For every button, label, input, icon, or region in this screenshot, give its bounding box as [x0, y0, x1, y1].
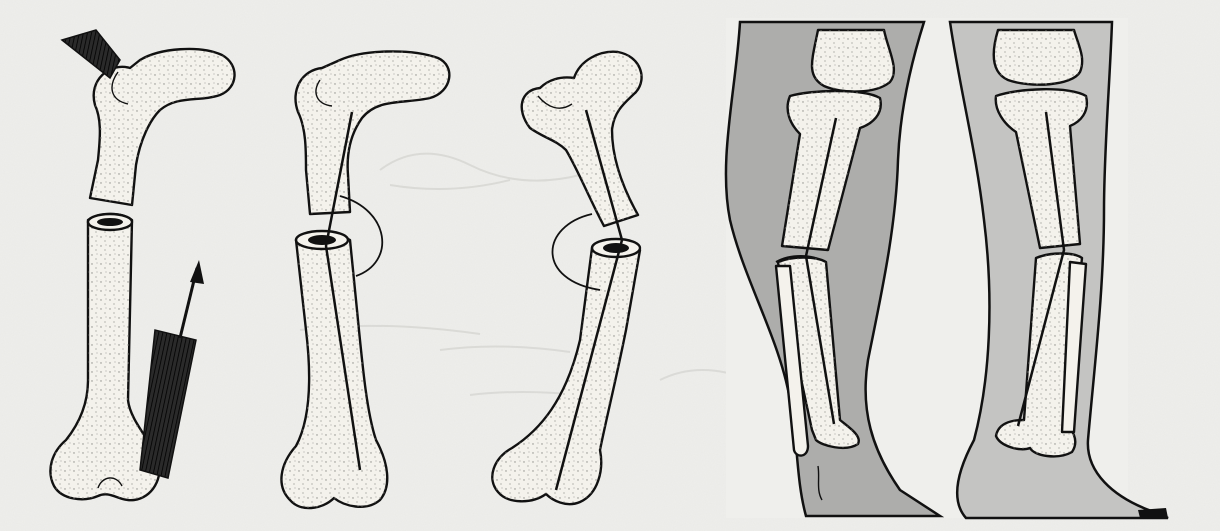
leg-tibia-nail-aligned: [726, 18, 944, 518]
